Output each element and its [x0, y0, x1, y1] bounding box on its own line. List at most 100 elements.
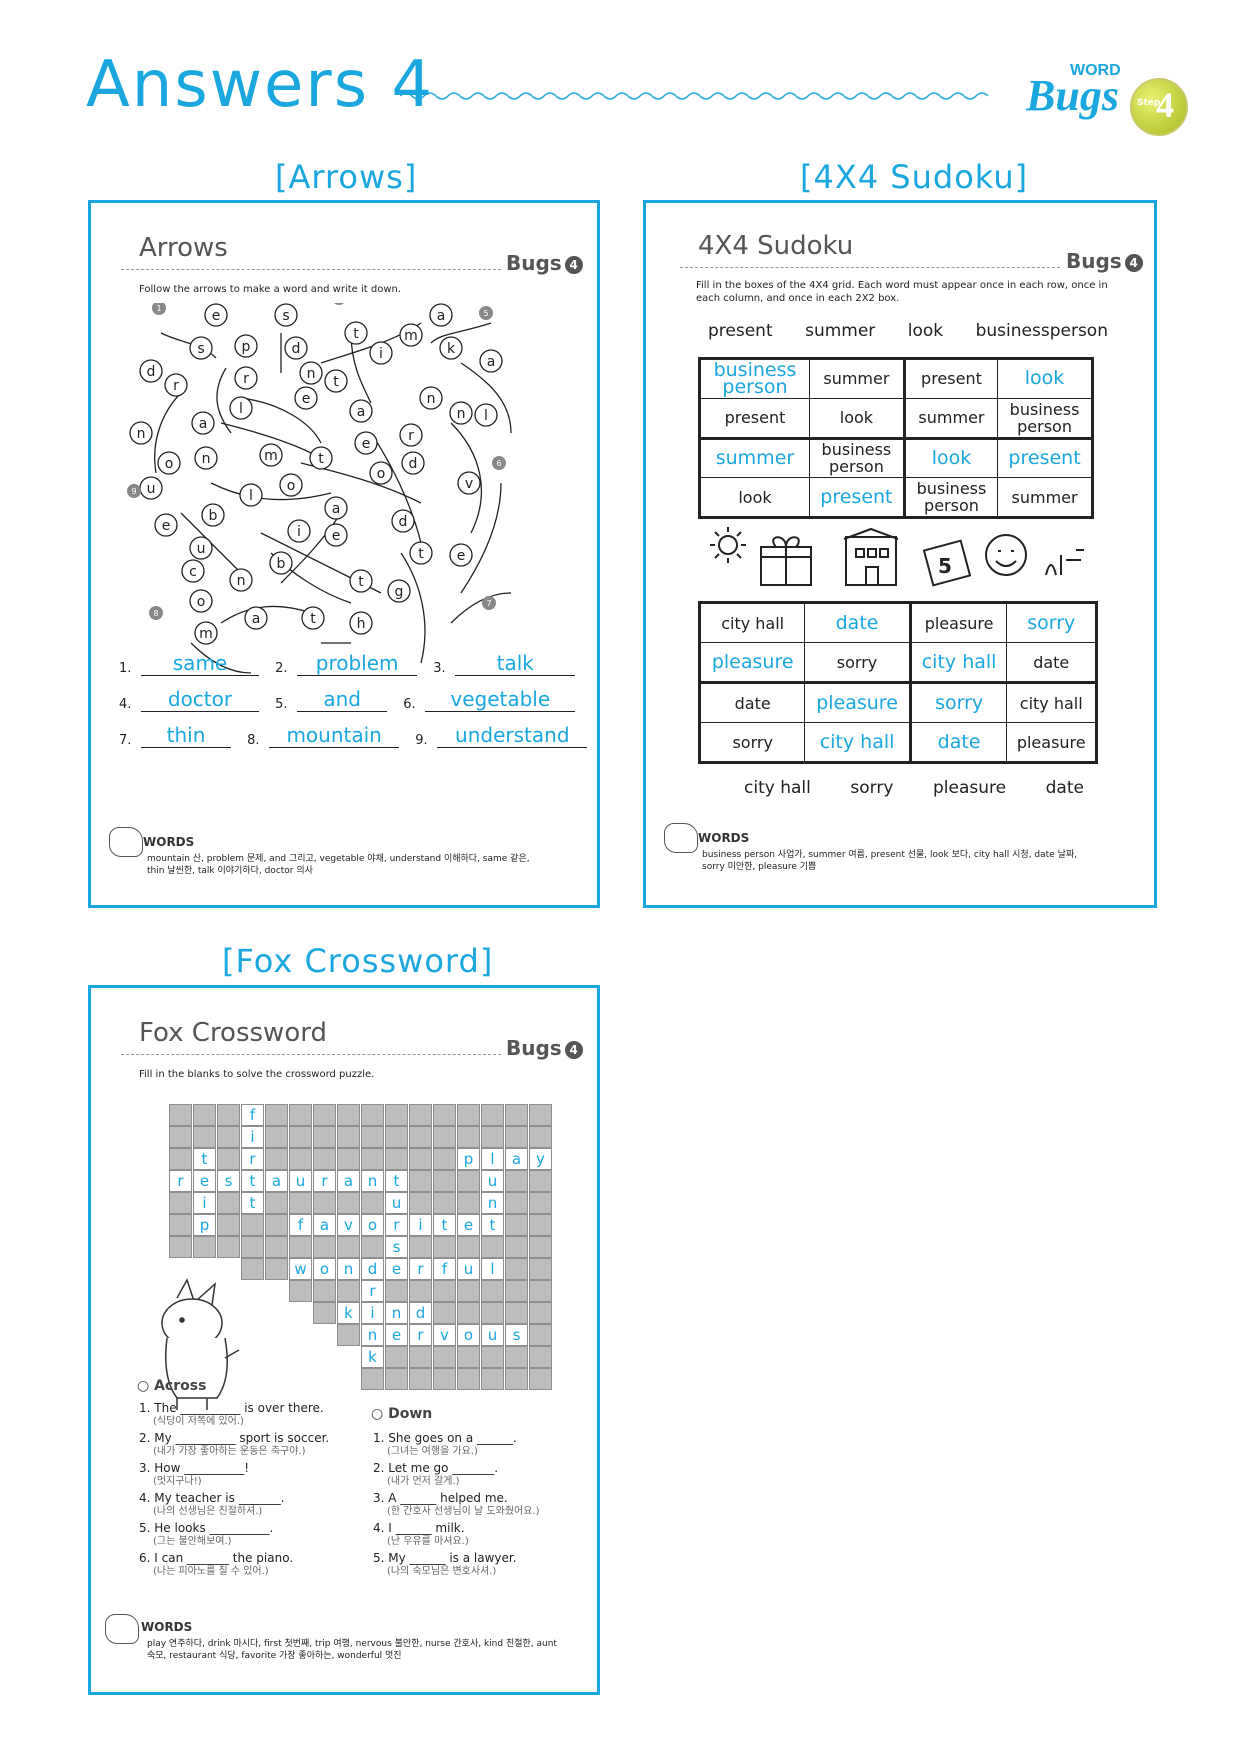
svg-text:o: o: [165, 456, 174, 472]
across-heading: ○ Across: [137, 1378, 207, 1394]
crossword-answer-cell: r: [409, 1258, 432, 1280]
clue-translation: (내가 먼저 갈게.): [387, 1476, 460, 1487]
crossword-blank-cell: [193, 1126, 216, 1148]
sudoku-cell: date: [908, 722, 1008, 763]
word-bank-item: city hall: [744, 778, 811, 798]
word-bank-item: present: [708, 321, 773, 341]
answer-num: 4.: [119, 697, 132, 712]
crossword-blank-cell: [337, 1126, 360, 1148]
crossword-blank-cell: [457, 1280, 480, 1302]
answer-word: vegetable: [425, 687, 576, 712]
crossword-blank-cell: [409, 1368, 432, 1390]
crossword-blank-cell: [385, 1346, 408, 1368]
sudoku-cell: present: [902, 358, 999, 399]
crossword-answer-cell: t: [241, 1170, 264, 1192]
crossword-blank-cell: [217, 1236, 240, 1258]
crossword-blank-cell: [505, 1280, 528, 1302]
svg-text:o: o: [287, 478, 296, 494]
clue-item: 2. Let me go _______.(내가 먼저 갈게.): [373, 1462, 593, 1488]
clue-text: 1. She goes on a ______.: [373, 1431, 517, 1445]
svg-text:t: t: [333, 374, 339, 390]
crossword-blank-cell: [217, 1148, 240, 1170]
sudoku-cell: sorry: [804, 642, 911, 683]
sudoku-cell: pleasure: [908, 602, 1008, 643]
crossword-blank-cell: [529, 1324, 552, 1346]
word-bank-item: businessperson: [975, 321, 1108, 341]
crossword-blank-cell: [481, 1236, 504, 1258]
crossword-answer-cell: d: [409, 1302, 432, 1324]
arrows-maze: e s p s d t m a k a d r n t i r e a n n …: [127, 303, 512, 674]
sudoku-cell: business person: [902, 477, 999, 518]
crossword-blank-cell: [337, 1148, 360, 1170]
svg-text:e: e: [162, 518, 171, 534]
crossword-blank-cell: [433, 1368, 456, 1390]
crossword-answer-cell: i: [241, 1126, 264, 1148]
clue-translation: (멋지구나!): [153, 1476, 202, 1487]
clue-text: 2. My __________ sport is soccer.: [139, 1431, 330, 1445]
svg-text:o: o: [377, 466, 386, 482]
clue-item: 1. She goes on a ______.(그녀는 여행을 가요.): [373, 1432, 593, 1458]
crossword-blank-cell: [385, 1104, 408, 1126]
crossword-blank-cell: [385, 1368, 408, 1390]
svg-text:o: o: [197, 594, 206, 610]
crossword-blank-cell: [457, 1302, 480, 1324]
arrows-section-title: [Arrows]: [275, 158, 418, 196]
crossword-answer-cell: t: [481, 1214, 504, 1236]
clue-item: 1. The __________ is over there.(식당이 저쪽에…: [139, 1402, 359, 1428]
crossword-answer-cell: f: [289, 1214, 312, 1236]
answer-num: 1.: [119, 661, 132, 676]
crossword-blank-cell: [433, 1104, 456, 1126]
crossword-answer-cell: r: [385, 1214, 408, 1236]
crossword-answer-cell: e: [385, 1258, 408, 1280]
crossword-answer-cell: n: [361, 1324, 384, 1346]
crossword-blank-cell: [505, 1258, 528, 1280]
svg-text:5: 5: [938, 554, 952, 578]
crossword-blank-cell: [385, 1280, 408, 1302]
svg-text:a: a: [357, 404, 366, 420]
fox-instruction: Fill in the blanks to solve the crosswor…: [139, 1069, 375, 1080]
answer-word: mountain: [269, 723, 400, 748]
crossword-blank-cell: [409, 1236, 432, 1258]
crossword-blank-cell: [241, 1258, 264, 1280]
crossword-blank-cell: [361, 1126, 384, 1148]
crossword-blank-cell: [313, 1192, 336, 1214]
answer-num: 8.: [247, 733, 260, 748]
crossword-blank-cell: [385, 1148, 408, 1170]
words-heading: WORDS: [143, 835, 195, 849]
crossword-answer-cell: e: [385, 1324, 408, 1346]
crossword-blank-cell: [457, 1236, 480, 1258]
sudoku-word-bank-1: present summer look businessperson: [708, 321, 1108, 341]
crossword-blank-cell: [457, 1346, 480, 1368]
svg-text:5: 5: [483, 309, 488, 318]
words-glossary: mountain 산, problem 문제, and 그리고, vegetab…: [147, 854, 530, 876]
crossword-blank-cell: [433, 1192, 456, 1214]
crossword-answer-cell: i: [409, 1214, 432, 1236]
crossword-blank-cell: [529, 1368, 552, 1390]
clue-item: 3. A ______ helped me.(한 간호사 선생님이 날 도와줬어…: [373, 1492, 593, 1518]
sudoku-cell: present: [808, 477, 905, 518]
crossword-blank-cell: [361, 1368, 384, 1390]
crossword-answer-cell: y: [529, 1148, 552, 1170]
crossword-blank-cell: [241, 1236, 264, 1258]
svg-text:v: v: [465, 476, 473, 492]
answer-num: 3.: [433, 661, 446, 676]
bug-mascot-icon: [109, 827, 143, 857]
clue-translation: (나는 피아노를 칠 수 있어.): [153, 1566, 269, 1577]
crossword-answer-cell: n: [481, 1192, 504, 1214]
crossword-answer-cell: a: [313, 1214, 336, 1236]
crossword-answer-cell: r: [361, 1280, 384, 1302]
word-bank-item: sorry: [850, 778, 894, 798]
answer-num: 7.: [119, 733, 132, 748]
crossword-blank-cell: [289, 1236, 312, 1258]
crossword-answer-cell: l: [481, 1148, 504, 1170]
svg-text:b: b: [277, 556, 286, 572]
svg-text:d: d: [292, 341, 301, 357]
svg-text:r: r: [243, 371, 249, 387]
crossword-answer-cell: p: [457, 1148, 480, 1170]
